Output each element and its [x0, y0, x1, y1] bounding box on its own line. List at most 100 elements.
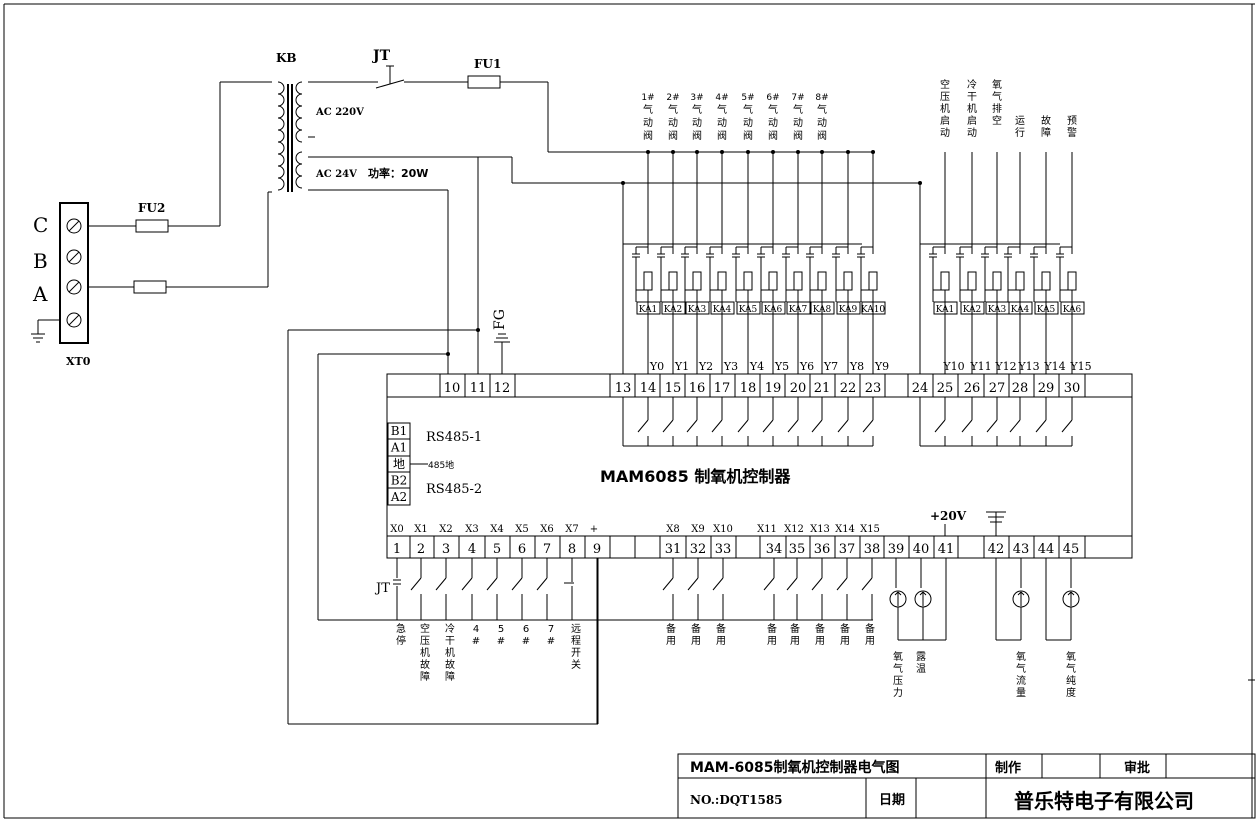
bottom-terminal-number: 8 — [568, 542, 576, 557]
input-label: 4# — [472, 624, 480, 647]
svg-text:气: 气 — [717, 103, 727, 116]
valve-label: 7#气动阀 — [791, 93, 804, 142]
internal-contacts — [622, 397, 1073, 447]
contact-switch — [787, 419, 799, 433]
relay-label: KA7 — [789, 305, 808, 315]
rs485-port-label: 地 — [393, 457, 405, 471]
spare-input-label: 备用 — [865, 622, 875, 647]
input-switch — [763, 577, 775, 591]
top-terminal-number: 30 — [1064, 381, 1081, 396]
svg-text:故: 故 — [420, 658, 430, 671]
svg-text:动: 动 — [668, 117, 678, 129]
svg-text:阀: 阀 — [793, 129, 803, 142]
svg-text:障: 障 — [445, 670, 455, 683]
sensor-icon — [919, 591, 924, 596]
relay-resistor — [743, 271, 753, 291]
relay-box — [736, 301, 761, 315]
svg-text:动: 动 — [768, 117, 778, 129]
svg-text:行: 行 — [1015, 126, 1025, 139]
relay-resistor — [940, 271, 950, 291]
svg-text:备: 备 — [716, 622, 726, 635]
phase-a-label: A — [32, 282, 48, 306]
relay-label: KA8 — [813, 305, 832, 315]
bottom-terminal-number: 38 — [864, 542, 881, 557]
relay-box — [933, 301, 958, 315]
input-x-label: X15 — [860, 524, 880, 535]
svg-text:5: 5 — [498, 624, 504, 635]
contact-switch — [686, 419, 698, 433]
bottom-terminal-number: 3 — [442, 542, 450, 557]
input-contacts: 急停空压机故障冷干机故障4#5#6#7#远程开关JT备用备用备用备用备用备用备用… — [374, 558, 875, 724]
svg-text:备: 备 — [790, 622, 800, 635]
svg-text:运: 运 — [1015, 115, 1025, 127]
svg-text:故: 故 — [445, 658, 455, 671]
output-y-label: Y0 — [649, 360, 664, 373]
bottom-terminal-number: 31 — [665, 542, 682, 557]
svg-text:氧: 氧 — [893, 650, 903, 663]
input-switch — [486, 577, 498, 591]
top-terminal-number: 18 — [740, 381, 757, 396]
relay-label: KA3 — [988, 305, 1007, 315]
bottom-terminal-number: 42 — [988, 542, 1005, 557]
ground-symbol — [31, 319, 60, 343]
contact-switch — [934, 419, 946, 433]
relay-box — [710, 301, 735, 315]
relay-label: KA4 — [1011, 305, 1030, 315]
relay-label: KA3 — [688, 305, 707, 315]
svg-text:阀: 阀 — [768, 129, 778, 142]
relay-label: KA6 — [764, 305, 783, 315]
bottom-terminal-number: 44 — [1038, 542, 1055, 557]
bottom-terminal-number: 9 — [593, 542, 601, 557]
svg-text:动: 动 — [717, 117, 727, 129]
spare-input-label: 备用 — [815, 622, 825, 647]
bottom-terminal-number: 5 — [493, 542, 501, 557]
svg-text:动: 动 — [940, 127, 950, 139]
input-label: 5# — [497, 624, 505, 647]
output-function-label: 运行 — [1015, 115, 1025, 139]
bottom-terminal-number: 45 — [1063, 542, 1080, 557]
svg-text:流: 流 — [1016, 674, 1026, 687]
input-x-label: X1 — [414, 524, 427, 535]
rs485-1-label: RS485-1 — [426, 430, 482, 445]
bottom-terminal-number: 34 — [766, 542, 783, 557]
top-terminal-number: 23 — [865, 381, 882, 396]
top-terminal-number: 20 — [790, 381, 807, 396]
input-switch — [536, 577, 548, 591]
fg-label: FG — [492, 309, 508, 330]
svg-text:空: 空 — [992, 114, 1002, 127]
relay-resistor — [717, 271, 727, 291]
svg-text:6: 6 — [523, 624, 529, 635]
output-y-label: Y12 — [994, 360, 1016, 373]
svg-text:阀: 阀 — [692, 129, 702, 142]
svg-text:气: 气 — [643, 103, 653, 116]
bottom-terminal-number: 2 — [417, 542, 425, 557]
terminal-screw — [66, 279, 82, 295]
rs485-port-label: A2 — [390, 490, 407, 504]
bottom-terminal-number: 35 — [789, 542, 806, 557]
relay-resistor — [768, 271, 778, 291]
input-x-label: X10 — [713, 524, 733, 535]
svg-text:关: 关 — [571, 658, 581, 671]
relay-box — [636, 301, 661, 315]
svg-text:启: 启 — [967, 114, 977, 127]
relay-box — [661, 301, 686, 315]
top-terminal-number: 17 — [714, 381, 731, 396]
relay-label: KA5 — [1037, 305, 1056, 315]
relay-resistor — [793, 271, 803, 291]
valve-label: 6#气动阀 — [766, 93, 779, 142]
svg-text:气: 气 — [743, 103, 753, 116]
input-switch — [662, 577, 674, 591]
svg-text:#: # — [547, 636, 555, 647]
relay-box — [1060, 301, 1085, 315]
svg-text:氧: 氧 — [1066, 650, 1076, 663]
output-function-label: 预警 — [1067, 115, 1077, 139]
terminal-block-label: XT0 — [66, 355, 91, 368]
relay-resistor — [1015, 271, 1025, 291]
fuse-fu2: FU2 — [88, 81, 272, 233]
svg-text:气: 气 — [1016, 662, 1026, 675]
